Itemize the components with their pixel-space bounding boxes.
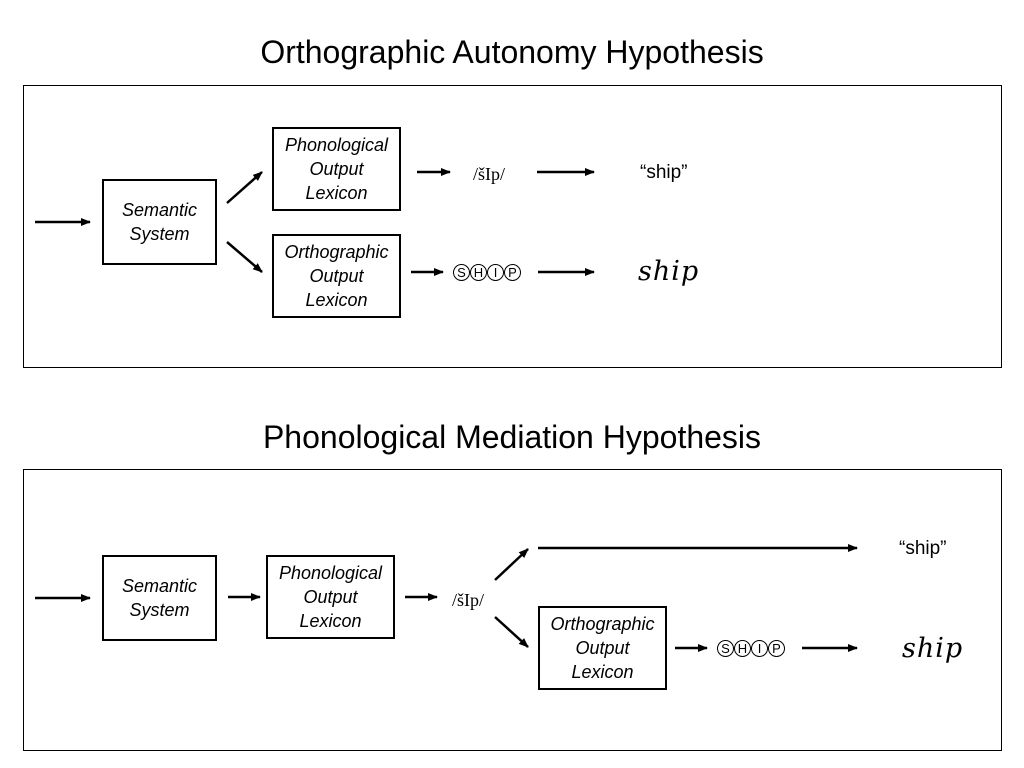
mediation-phonological-form: /šIp/	[452, 590, 485, 610]
autonomy-title: Orthographic Autonomy Hypothesis	[260, 34, 764, 70]
box-line: Lexicon	[305, 183, 368, 203]
box-line: Semantic	[121, 200, 198, 220]
box-line: Output	[575, 638, 630, 658]
letter-circle: P	[504, 264, 521, 281]
mediation-title: Phonological Mediation Hypothesis	[262, 419, 762, 455]
box-line: Output	[303, 587, 358, 607]
mediation-written-word: ship	[902, 633, 964, 664]
autonomy-phonological-form: /šIp/	[473, 164, 506, 184]
autonomy-written-word: ship	[638, 256, 700, 287]
box-line: Output	[309, 266, 364, 286]
letter-circle: H	[734, 640, 751, 657]
box-line: Semantic	[121, 576, 198, 596]
mediation-spoken-word: “ship”	[899, 538, 947, 559]
semantic-to-phon-arrow	[226, 171, 263, 204]
box-line: Orthographic	[550, 614, 655, 634]
letter-circle: P	[768, 640, 785, 657]
mediation-orthographic-lexicon-box: Orthographic Output Lexicon	[538, 606, 667, 690]
box-line: Lexicon	[299, 611, 362, 631]
mediation-letter-sequence: S H I P	[717, 640, 785, 657]
box-line: System	[129, 600, 190, 620]
semantic-to-orth-arrow	[226, 241, 263, 273]
letter-circle: S	[453, 264, 470, 281]
autonomy-semantic-system-box: Semantic System	[102, 179, 217, 265]
letter-circle: I	[751, 640, 768, 657]
box-line: Lexicon	[571, 662, 634, 682]
box-line: Phonological	[284, 135, 389, 155]
letter-circle: H	[470, 264, 487, 281]
autonomy-orthographic-lexicon-box: Orthographic Output Lexicon	[272, 234, 401, 318]
box-line: System	[129, 224, 190, 244]
mediation-phonological-lexicon-box: Phonological Output Lexicon	[266, 555, 395, 639]
form-to-orth-lexicon-arrow	[494, 616, 529, 648]
box-line: Orthographic	[284, 242, 389, 262]
letter-circle: I	[487, 264, 504, 281]
autonomy-spoken-word: “ship”	[640, 162, 688, 183]
form-to-upper-branch-arrow	[494, 548, 529, 581]
box-line: Phonological	[278, 563, 383, 583]
letter-circle: S	[717, 640, 734, 657]
autonomy-letter-sequence: S H I P	[453, 264, 521, 281]
box-line: Output	[309, 159, 364, 179]
mediation-semantic-system-box: Semantic System	[102, 555, 217, 641]
autonomy-phonological-lexicon-box: Phonological Output Lexicon	[272, 127, 401, 211]
box-line: Lexicon	[305, 290, 368, 310]
